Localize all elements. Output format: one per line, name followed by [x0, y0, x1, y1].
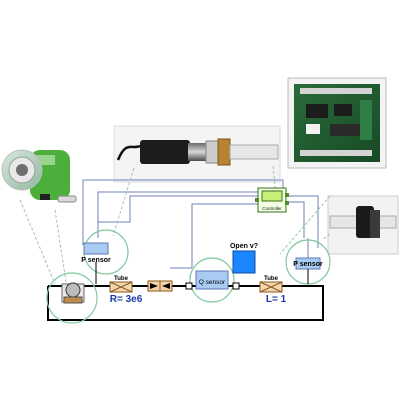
pressure-sensor-photo — [113, 125, 281, 183]
valve-blocks — [147, 280, 240, 292]
controller-block[interactable]: Controller — [255, 187, 289, 213]
p-sensor-left-block[interactable]: P sensor — [81, 242, 111, 284]
pump-photo — [1, 149, 77, 203]
open-valve-label: Open v? — [230, 243, 258, 250]
controller-label: Controller — [262, 206, 282, 211]
flow-sensor-photo — [327, 195, 399, 255]
tube-right-block[interactable]: Tube L= 1 — [259, 276, 287, 305]
controller-board-photo — [287, 77, 387, 169]
q-sensor-block[interactable]: Q sensor — [195, 270, 229, 290]
open-valve-block[interactable]: Open v? — [230, 243, 258, 274]
tube-left-param: R= 3e6 — [110, 294, 143, 305]
tube-right-param: L= 1 — [266, 294, 287, 305]
p-sensor-left-label: P sensor — [81, 257, 111, 264]
p-sensor-right-block[interactable]: P sensor — [293, 257, 323, 284]
tube-right-title: Tube — [264, 276, 279, 282]
q-sensor-label: Q sensor — [199, 279, 226, 286]
signal-lines — [19, 165, 331, 285]
pump-block[interactable] — [61, 282, 85, 304]
tube-left-title: Tube — [114, 276, 129, 282]
p-sensor-right-label: P sensor — [293, 261, 323, 268]
tube-left-block[interactable]: Tube R= 3e6 — [109, 276, 143, 305]
